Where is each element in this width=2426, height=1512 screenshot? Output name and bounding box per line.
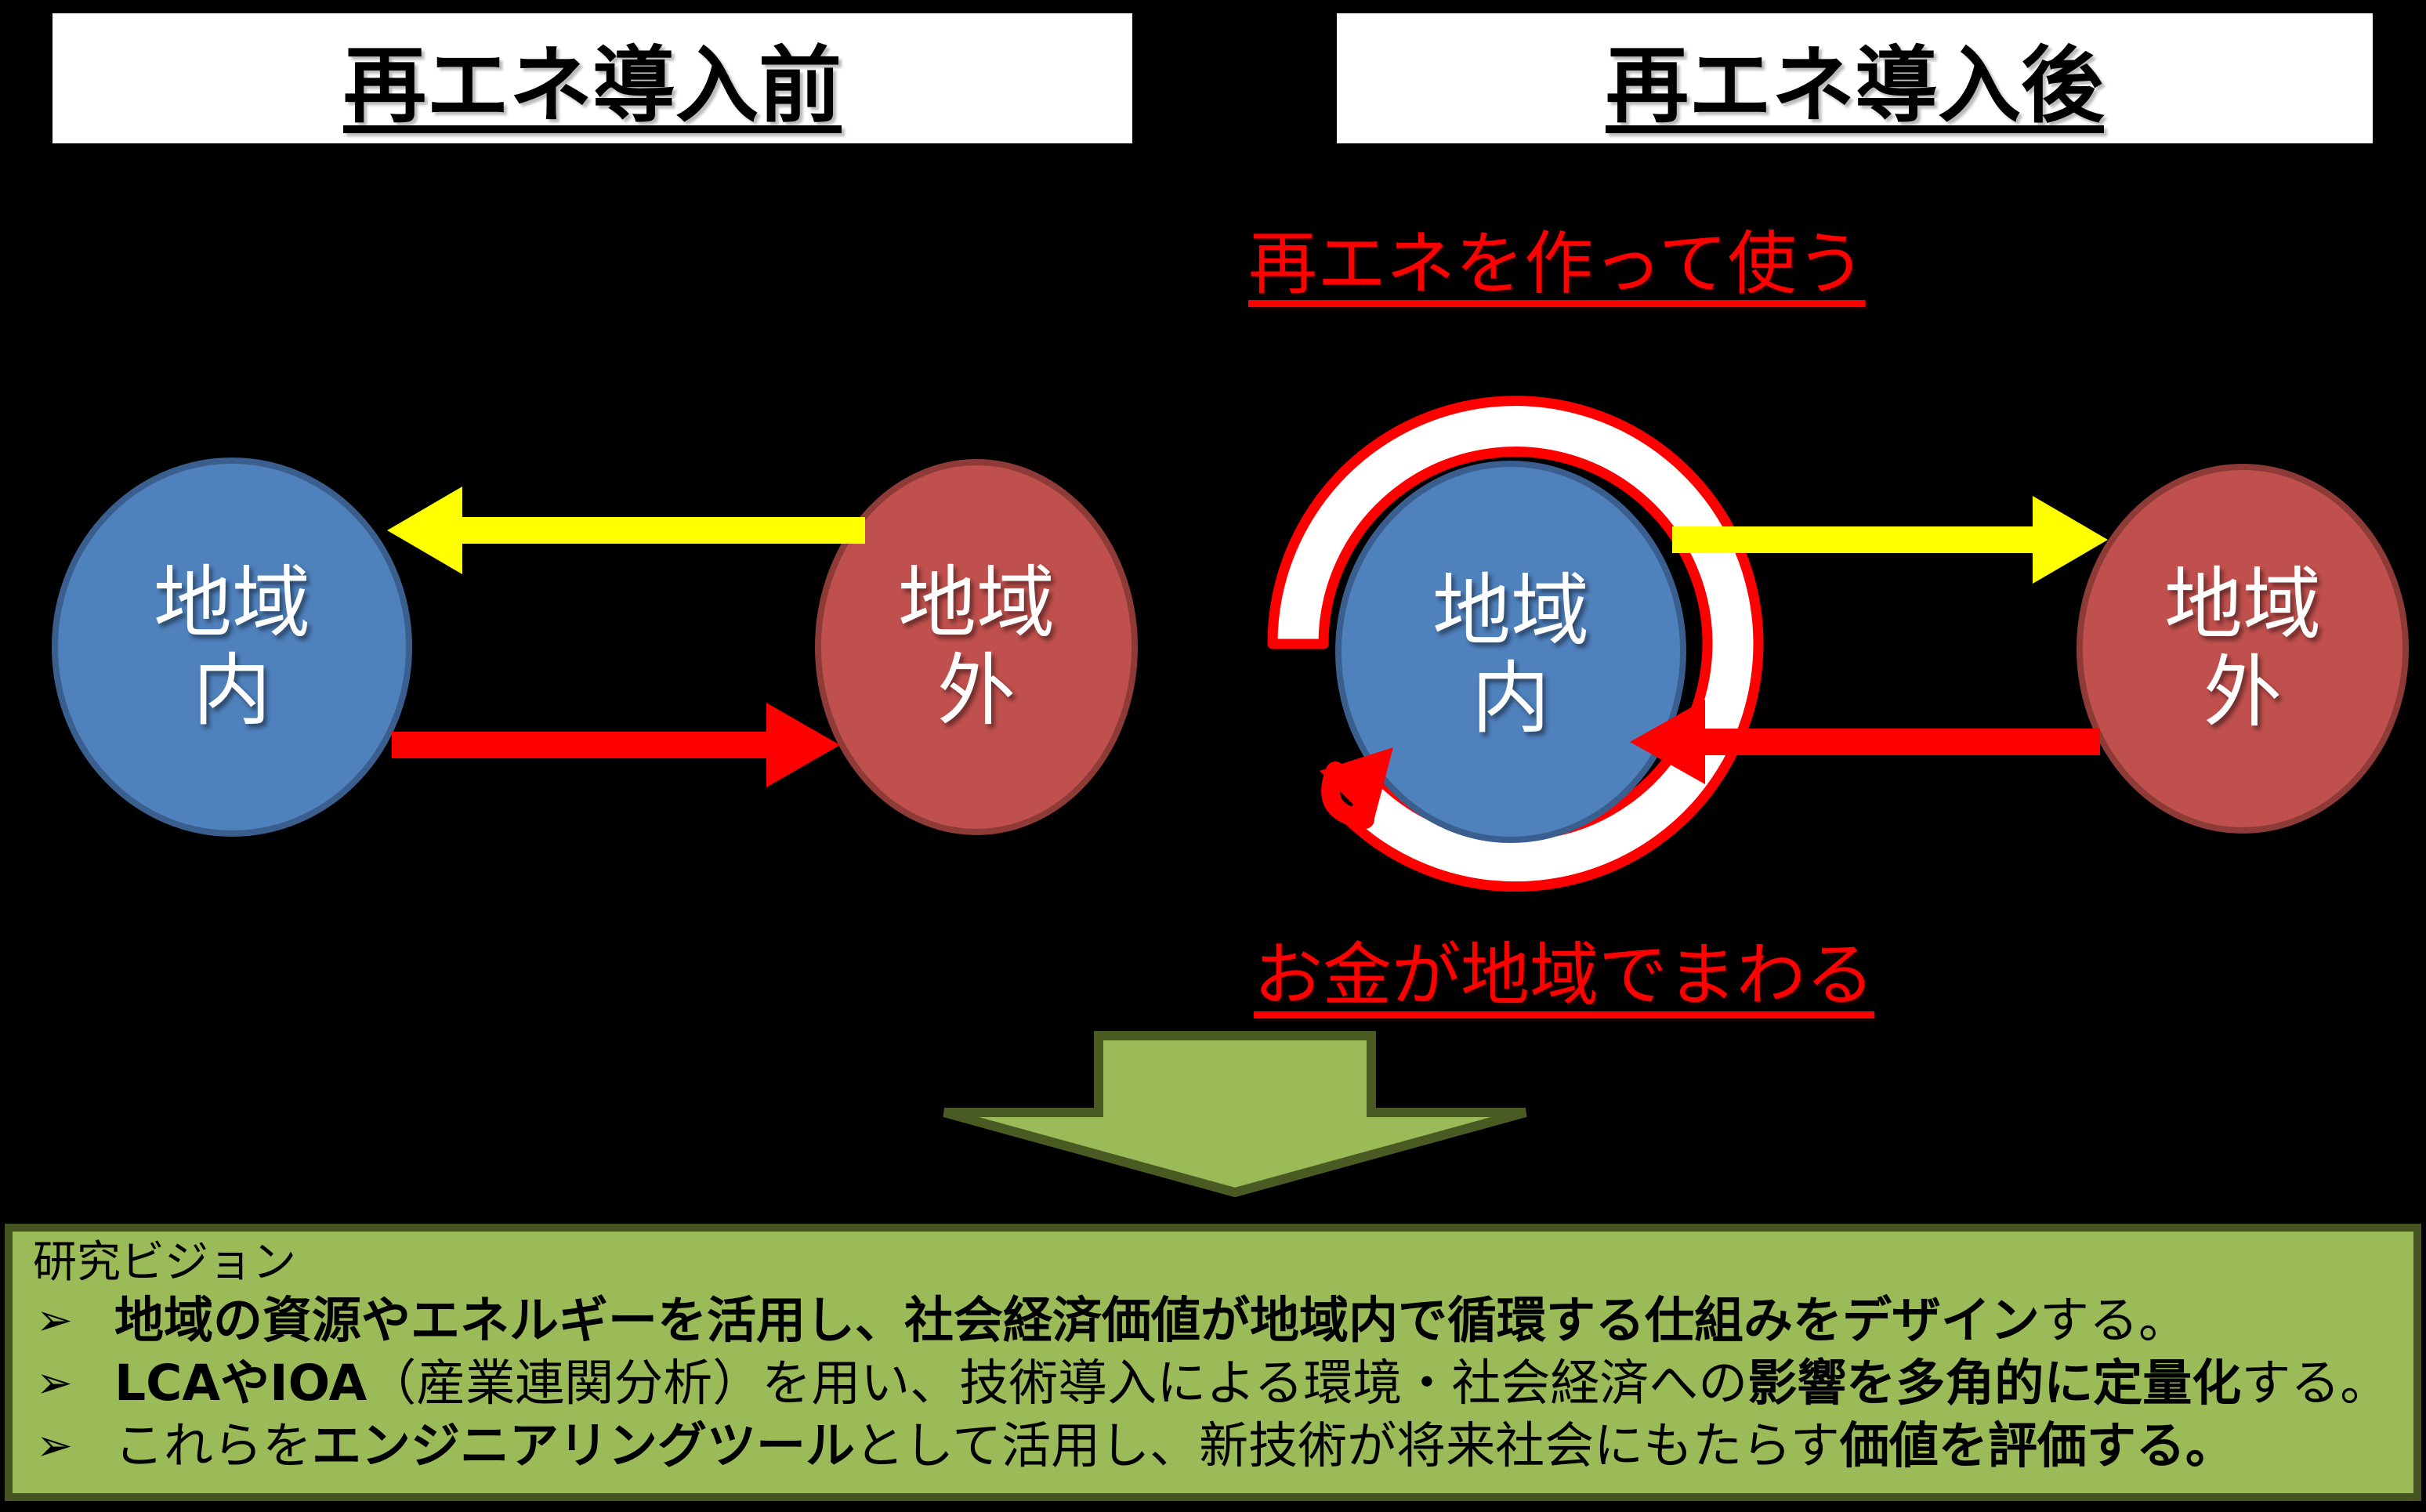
- bullet-arrow-icon: ➢: [36, 1358, 73, 1409]
- energy-flow-arrow-before: [387, 487, 865, 574]
- money-flow-arrow-after: [1630, 700, 2100, 784]
- title-after: 再エネ導入後: [1606, 38, 2104, 134]
- vision-bullets: ➢ 地域の資源やエネルギーを活用し、社会経済価値が地域内で循環する仕組みをデザイン…: [25, 1290, 2401, 1478]
- money-flow-arrow-before: [392, 703, 840, 787]
- bullet-text: これらをエンジニアリングツールとして活用し、新技術が将来社会にもたらす価値を評価…: [114, 1417, 2235, 1474]
- vision-bullet: ➢ これらをエンジニアリングツールとして活用し、新技術が将来社会にもたらす価値を評…: [25, 1415, 2401, 1478]
- label-outside-after: 地域 外: [2164, 559, 2321, 738]
- bullet-arrow-icon: ➢: [36, 1295, 73, 1346]
- title-before: 再エネ導入前: [343, 38, 842, 134]
- title-box-after: 再エネ導入後: [1337, 13, 2373, 143]
- label-inside-before: 地域 内: [154, 557, 310, 736]
- label-inside-after: 地域 内: [1432, 565, 1589, 744]
- vision-bullet: ➢ LCAやIOA（産業連関分析）を用い、技術導入による環境・社会経済への影響を多…: [25, 1352, 2401, 1415]
- bullet-arrow-icon: ➢: [36, 1420, 73, 1471]
- money-circulation-ring: [1267, 396, 1764, 892]
- bullet-text: LCAやIOA（産業連関分析）を用い、技術導入による環境・社会経済への影響を多角…: [114, 1355, 2390, 1412]
- vision-heading: 研究ビジョン: [33, 1237, 296, 1288]
- outside-region-circle-before: [815, 459, 1138, 835]
- circulation-arrowhead: [1320, 747, 1393, 824]
- inside-region-circle-after: [1335, 461, 1686, 843]
- inside-region-circle-before: [52, 458, 412, 837]
- bullet-text: 地域の資源やエネルギーを活用し、社会経済価値が地域内で循環する仕組みをデザインす…: [114, 1292, 2188, 1349]
- annotation-money: お金が地域でまわる: [1254, 935, 1875, 1015]
- vision-box: 研究ビジョン ➢ 地域の資源やエネルギーを活用し、社会経済価値が地域内で循環する仕…: [5, 1224, 2421, 1501]
- outside-region-circle-after: [2077, 464, 2409, 834]
- annotation-energy: 再エネを作って使う: [1248, 223, 1866, 304]
- vision-bullet: ➢ 地域の資源やエネルギーを活用し、社会経済価値が地域内で循環する仕組みをデザイン…: [25, 1290, 2401, 1352]
- energy-flow-arrow-after: [1672, 496, 2108, 584]
- title-box-before: 再エネ導入前: [53, 13, 1132, 143]
- label-outside-before: 地域 外: [898, 557, 1055, 736]
- down-arrow: [943, 1031, 1527, 1198]
